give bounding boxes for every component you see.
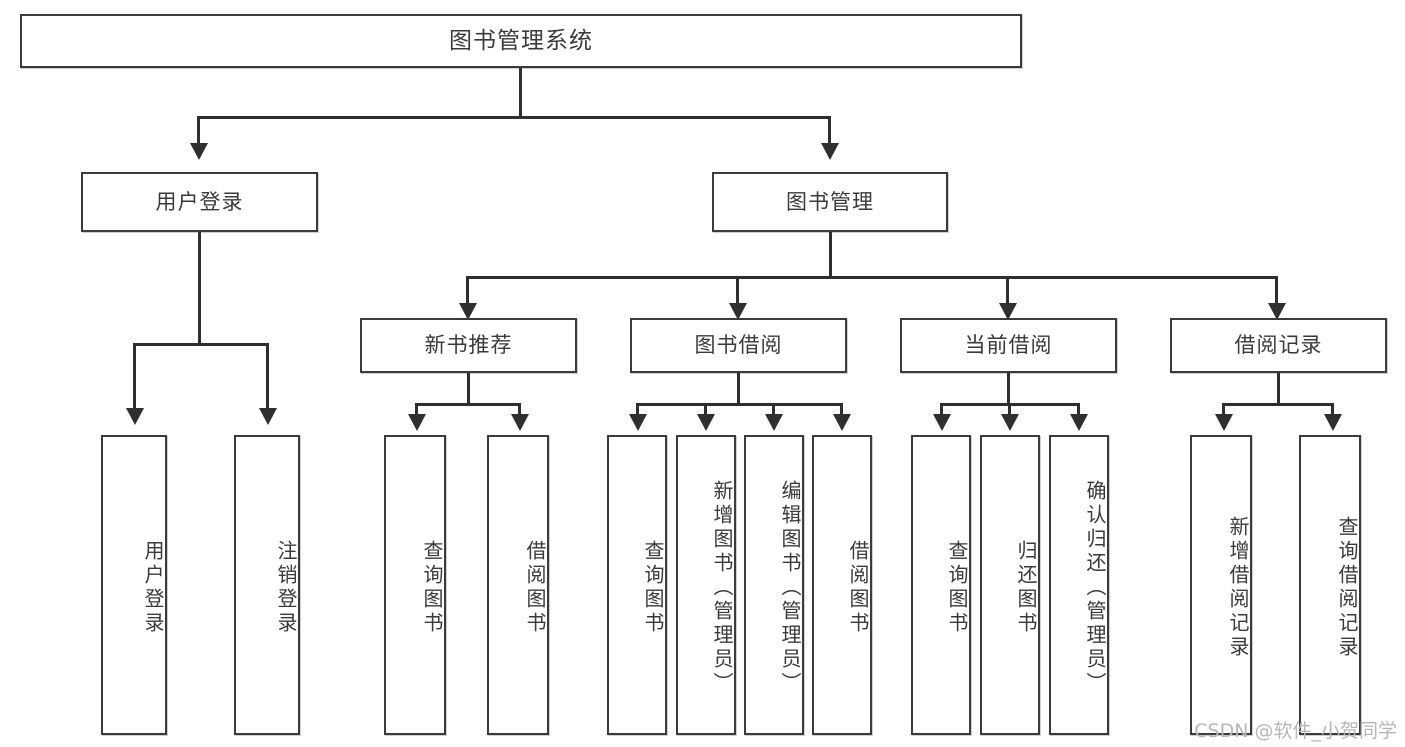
leaf-cb-query-book[interactable]: 查询图书 (911, 435, 971, 735)
node-label: 查询借阅记录 (1335, 516, 1359, 660)
leaf-bb-edit-book-admin[interactable]: 编辑图书（管理员） (744, 435, 804, 735)
leaf-bb-add-book-admin[interactable]: 新增图书（管理员） (676, 435, 736, 735)
connector-bb-drop-3 (772, 403, 775, 415)
node-label: 归还图书 (1014, 540, 1038, 636)
connector-bm-drop-4 (1275, 276, 1278, 304)
leaf-bb-borrow-book[interactable]: 借阅图书 (812, 435, 872, 735)
arrowhead-book-manage (821, 143, 839, 160)
connector-br-drop-2 (1331, 403, 1334, 415)
connector-root-to-user-login (197, 116, 200, 144)
connector-bm-drop-3 (1006, 276, 1009, 304)
arrowhead-user-login (190, 143, 208, 160)
connector-cb-stem (1007, 373, 1010, 405)
node-new-book-recommend[interactable]: 新书推荐 (360, 318, 577, 373)
leaf-br-query-record[interactable]: 查询借阅记录 (1299, 435, 1361, 735)
connector-bb-drop-4 (840, 403, 843, 415)
arrowhead-br-leaf-2 (1324, 414, 1342, 431)
node-label: 查询图书 (420, 540, 444, 636)
arrowhead-cb-leaf-1 (933, 414, 951, 431)
connector-root-stem (519, 68, 522, 118)
node-label: 借阅记录 (1234, 333, 1323, 358)
connector-bb-stem (737, 373, 740, 405)
arrowhead-bb-leaf-2 (697, 414, 715, 431)
node-label: 注销登录 (274, 540, 298, 636)
leaf-br-add-record[interactable]: 新增借阅记录 (1190, 435, 1252, 735)
arrowhead-book-borrow (729, 303, 747, 320)
connector-bb-drop-2 (704, 403, 707, 415)
connector-nbr-bus (415, 403, 521, 406)
node-label: 编辑图书（管理员） (778, 480, 802, 696)
node-current-borrow[interactable]: 当前借阅 (900, 318, 1117, 373)
node-root-system[interactable]: 图书管理系统 (20, 14, 1022, 68)
leaf-cb-return-book[interactable]: 归还图书 (980, 435, 1040, 735)
arrowhead-cb-leaf-3 (1070, 414, 1088, 431)
arrowhead-new-book-recommend (459, 303, 477, 320)
connector-book-manage-bus (466, 276, 1278, 279)
arrowhead-current-borrow (999, 303, 1017, 320)
connector-bb-bus (636, 403, 843, 406)
connector-bm-drop-2 (736, 276, 739, 304)
connector-cb-drop-1 (940, 403, 943, 415)
arrowhead-cb-leaf-2 (1001, 414, 1019, 431)
node-book-borrow[interactable]: 图书借阅 (630, 318, 847, 373)
node-label: 借阅图书 (846, 540, 870, 636)
node-label: 图书管理 (786, 189, 874, 214)
leaf-bb-query-book[interactable]: 查询图书 (607, 435, 667, 735)
node-label: 新增借阅记录 (1226, 516, 1250, 660)
leaf-nbr-borrow-book[interactable]: 借阅图书 (487, 435, 549, 735)
node-label: 图书管理系统 (449, 27, 593, 54)
connector-user-login-stem (198, 232, 201, 345)
node-label: 确认归还（管理员） (1083, 480, 1107, 696)
arrowhead-leaf-logout (259, 408, 277, 425)
arrowhead-borrow-record (1268, 303, 1286, 320)
node-label: 查询图书 (641, 540, 665, 636)
connector-br-drop-1 (1222, 403, 1225, 415)
connector-nbr-drop-2 (518, 403, 521, 415)
arrowhead-leaf-user-login (126, 408, 144, 425)
connector-cb-drop-3 (1077, 403, 1080, 415)
node-label: 新增图书（管理员） (710, 480, 734, 696)
arrowhead-bb-leaf-1 (629, 414, 647, 431)
node-label: 用户登录 (141, 540, 165, 636)
node-label: 图书借阅 (694, 333, 783, 358)
connector-root-bus (197, 116, 831, 119)
arrowhead-bb-leaf-3 (765, 414, 783, 431)
node-book-manage[interactable]: 图书管理 (712, 172, 948, 232)
node-label: 当前借阅 (964, 333, 1053, 358)
arrowhead-br-leaf-1 (1215, 414, 1233, 431)
leaf-user-login[interactable]: 用户登录 (101, 435, 167, 735)
leaf-nbr-query-book[interactable]: 查询图书 (384, 435, 446, 735)
node-label: 查询图书 (945, 540, 969, 636)
watermark-text: CSDN @软件_小贺同学 (1194, 720, 1397, 742)
connector-user-login-drop-1 (133, 343, 136, 409)
connector-cb-drop-2 (1008, 403, 1011, 415)
arrowhead-nbr-leaf-2 (511, 414, 529, 431)
arrowhead-nbr-leaf-1 (408, 414, 426, 431)
connector-user-login-drop-2 (266, 343, 269, 409)
connector-br-stem (1277, 373, 1280, 405)
node-borrow-record[interactable]: 借阅记录 (1170, 318, 1387, 373)
node-user-login[interactable]: 用户登录 (81, 172, 318, 232)
node-label: 用户登录 (155, 189, 244, 214)
connector-nbr-drop-1 (415, 403, 418, 415)
leaf-cb-confirm-return-admin[interactable]: 确认归还（管理员） (1049, 435, 1109, 735)
connector-nbr-stem (467, 373, 470, 405)
connector-br-bus (1222, 403, 1334, 406)
arrowhead-bb-leaf-4 (833, 414, 851, 431)
node-label: 借阅图书 (523, 540, 547, 636)
connector-bm-drop-1 (466, 276, 469, 304)
connector-bb-drop-1 (636, 403, 639, 415)
connector-user-login-bus (133, 343, 269, 346)
node-label: 新书推荐 (424, 333, 513, 358)
connector-book-manage-stem (829, 232, 832, 278)
connector-root-to-book-manage (828, 116, 831, 144)
leaf-logout[interactable]: 注销登录 (234, 435, 300, 735)
